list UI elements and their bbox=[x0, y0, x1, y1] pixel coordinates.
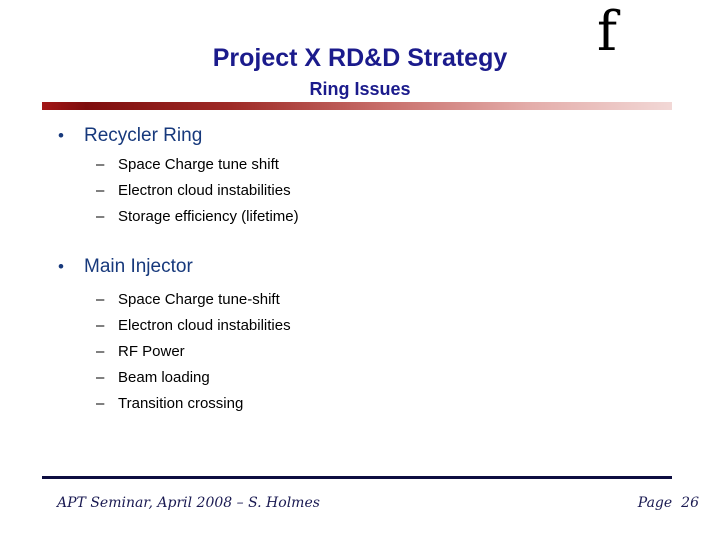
slide-title: Project X RD&D Strategy bbox=[212, 44, 508, 72]
bullet-dot-icon: • bbox=[58, 126, 64, 145]
slide-subtitle: Ring Issues bbox=[309, 79, 411, 99]
list-item-text: Storage efficiency (lifetime) bbox=[118, 208, 299, 225]
sub-item-list: – Space Charge tune shift – Electron clo… bbox=[96, 152, 299, 230]
list-item-text: Space Charge tune-shift bbox=[118, 291, 280, 308]
page-number: 26 bbox=[681, 495, 699, 511]
list-item-text: Transition crossing bbox=[118, 395, 244, 412]
list-item-text: RF Power bbox=[118, 343, 185, 360]
bullet-group-recycler-ring: • Recycler Ring – Space Charge tune shif… bbox=[58, 126, 299, 230]
bullet-heading-label: Recycler Ring bbox=[84, 125, 203, 146]
dash-marker-icon: – bbox=[96, 395, 105, 412]
list-item: – Space Charge tune shift bbox=[96, 152, 299, 178]
dash-marker-icon: – bbox=[96, 291, 105, 308]
fermilab-logo-icon: f bbox=[597, 0, 617, 63]
bullet-heading-label: Main Injector bbox=[84, 256, 193, 277]
dash-marker-icon: – bbox=[96, 343, 105, 360]
footer-divider-rule bbox=[42, 476, 672, 479]
footer: APT Seminar, April 2008 – S. Holmes Page… bbox=[57, 495, 702, 511]
dash-marker-icon: – bbox=[96, 369, 105, 386]
page-indicator: Page 26 bbox=[638, 495, 702, 511]
page-label: Page bbox=[637, 495, 673, 511]
list-item-text: Beam loading bbox=[118, 369, 210, 386]
list-item: – Electron cloud instabilities bbox=[96, 178, 299, 204]
list-item-text: Electron cloud instabilities bbox=[118, 317, 291, 334]
list-item-text: Electron cloud instabilities bbox=[118, 182, 291, 199]
sub-item-list: – Space Charge tune-shift – Electron clo… bbox=[96, 287, 291, 417]
title-divider-rule bbox=[42, 102, 672, 110]
list-item: – RF Power bbox=[96, 339, 291, 365]
dash-marker-icon: – bbox=[96, 156, 105, 173]
list-item: – Electron cloud instabilities bbox=[96, 313, 291, 339]
list-item: – Storage efficiency (lifetime) bbox=[96, 204, 299, 230]
dash-marker-icon: – bbox=[96, 182, 105, 199]
dash-marker-icon: – bbox=[96, 208, 105, 225]
bullet-heading: • Recycler Ring bbox=[58, 126, 299, 146]
list-item: – Transition crossing bbox=[96, 391, 291, 417]
list-item-text: Space Charge tune shift bbox=[118, 156, 279, 173]
bullet-group-main-injector: • Main Injector – Space Charge tune-shif… bbox=[58, 257, 291, 417]
bullet-dot-icon: • bbox=[58, 257, 64, 276]
dash-marker-icon: – bbox=[96, 317, 105, 334]
bullet-heading: • Main Injector bbox=[58, 257, 291, 277]
list-item: – Space Charge tune-shift bbox=[96, 287, 291, 313]
footer-credit-text: APT Seminar, April 2008 – S. Holmes bbox=[57, 495, 320, 511]
list-item: – Beam loading bbox=[96, 365, 291, 391]
